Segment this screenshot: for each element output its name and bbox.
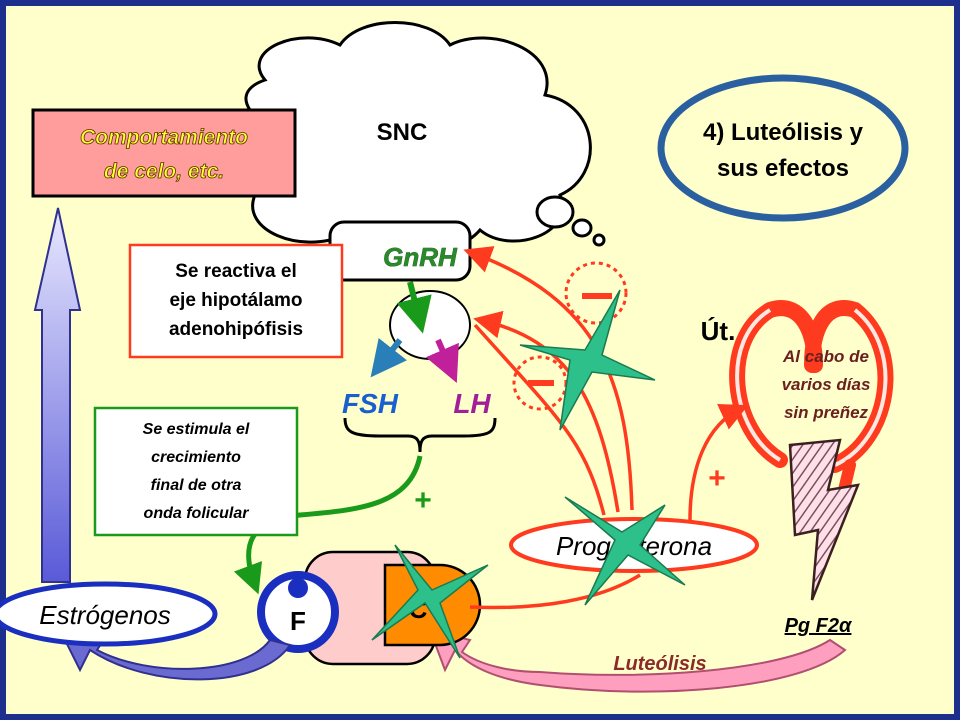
gnrh-label: GnRH	[383, 242, 458, 272]
uterus-label: Út.	[701, 316, 736, 346]
corpus-luteum-to-progesterone	[469, 573, 641, 610]
minus-hypothalamus	[564, 261, 628, 325]
estrogen-label: Estrógenos	[39, 600, 171, 630]
stimulation-line-2: crecimiento	[151, 449, 241, 466]
stimulation-arrow	[233, 455, 423, 595]
pituitary-gland	[389, 290, 471, 360]
behavior-line-1: Comportamiento	[80, 126, 248, 149]
lh-label: LH	[453, 388, 491, 419]
gonadotropin-brace	[343, 417, 497, 453]
title-line-1: 4) Luteólisis y	[703, 119, 864, 146]
behavior-line-2: de celo, etc.	[104, 160, 224, 183]
no-pregnancy-line-3: sin preñez	[784, 403, 869, 422]
behavior-arrow	[33, 207, 82, 583]
lh-arrow	[425, 338, 459, 383]
stimulation-plus: +	[414, 484, 432, 517]
stimulation-line-4: onda folicular	[144, 505, 250, 522]
fsh-arrow	[370, 338, 407, 378]
title-line-2: sus efectos	[717, 155, 849, 182]
progesterone-feedback-line	[473, 323, 606, 516]
stimulation-line-3: final de otra	[151, 477, 242, 494]
fsh-label: FSH	[342, 388, 399, 419]
pgf2a-label: Pg F2α	[785, 615, 853, 637]
progesterone-cross	[564, 496, 686, 606]
reactivation-line-3: adenohipófisis	[169, 319, 303, 340]
behavior-box	[31, 108, 297, 198]
stimulation-line-1: Se estimula el	[143, 421, 250, 438]
oocyte	[288, 578, 308, 598]
blocked-feedback-cross	[519, 289, 656, 431]
follicle-label: F	[290, 606, 306, 636]
corpus-luteum-cross	[371, 544, 489, 659]
progesterone-to-uterus	[688, 404, 749, 521]
stimulation-box	[93, 406, 299, 537]
luteolysis-label: Luteólisis	[613, 653, 706, 675]
reactivation-line-2: eje hipotálamo	[169, 290, 302, 311]
pgf2a-bolt	[788, 438, 860, 601]
follicle	[257, 571, 339, 653]
no-pregnancy-line-1: Al cabo de	[782, 347, 869, 366]
gnrh-arrow	[396, 281, 432, 334]
uterus-plus: +	[708, 462, 726, 495]
reactivation-line-1: Se reactiva el	[175, 261, 296, 282]
reactivation-box	[128, 243, 344, 359]
cns-label: SNC	[377, 119, 428, 146]
estrogen-oval	[0, 581, 218, 647]
title-oval	[657, 74, 909, 222]
cns-cloud: SNC	[222, 21, 606, 257]
no-pregnancy-line-2: varios días	[782, 375, 871, 394]
